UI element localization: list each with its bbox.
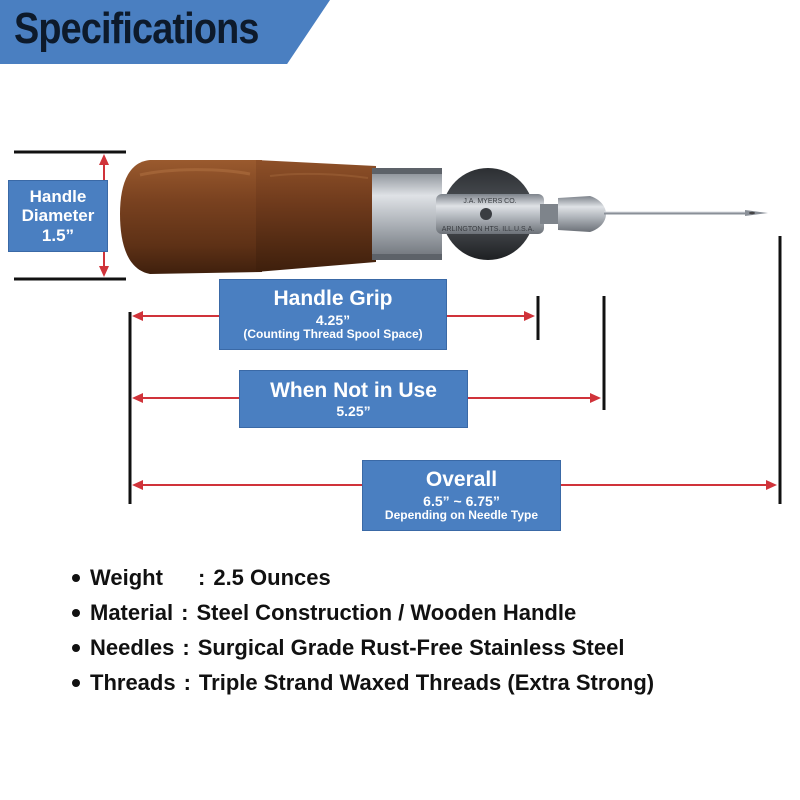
spec-value: Triple Strand Waxed Threads (Extra Stron… <box>198 669 655 695</box>
diameter-arrow-up <box>99 154 109 165</box>
spec-separator: : <box>181 599 189 625</box>
grip-arrow-left <box>132 311 143 321</box>
overall-label: Overall 6.5” ~ 6.75” Depending on Needle… <box>362 460 561 531</box>
bullet-icon <box>72 643 80 652</box>
handle-grip-value: 4.25” <box>315 311 351 328</box>
handle-grip-label: Handle Grip 4.25” (Counting Thread Spool… <box>219 279 447 350</box>
spec-separator: : <box>183 669 191 695</box>
not-in-use-label: When Not in Use 5.25” <box>239 370 468 428</box>
not-in-use-title: When Not in Use <box>270 378 437 402</box>
spec-value: Surgical Grade Rust-Free Stainless Steel <box>197 634 625 660</box>
handle-diameter-label: Handle Diameter 1.5” <box>8 180 108 252</box>
spec-separator: : <box>182 634 190 660</box>
spec-key: Needles <box>90 634 175 660</box>
engraving-line1: J.A. MYERS CO. <box>463 198 516 205</box>
spec-row-threads: Threads : Triple Strand Waxed Threads (E… <box>72 665 654 700</box>
handle-grip-note: (Counting Thread Spool Space) <box>243 326 423 341</box>
overall-value: 6.5” ~ 6.75” <box>423 492 500 509</box>
spec-key: Threads <box>90 669 176 695</box>
notinuse-arrow-right <box>590 393 601 403</box>
not-in-use-value: 5.25” <box>336 403 371 420</box>
spec-list: Weight : 2.5 Ounces Material : Steel Con… <box>72 560 654 700</box>
spec-key: Material <box>90 599 174 625</box>
header-banner <box>0 0 330 64</box>
notinuse-arrow-left <box>132 393 143 403</box>
wooden-handle <box>120 160 376 274</box>
overall-title: Overall <box>425 468 498 492</box>
handle-diameter-value: 1.5” <box>41 225 75 245</box>
diameter-arrow-down <box>99 266 109 277</box>
grip-arrow-right <box>524 311 535 321</box>
spec-row-material: Material : Steel Construction / Wooden H… <box>72 595 654 630</box>
page-title: Specifications <box>14 4 259 53</box>
spec-separator: : <box>198 564 206 590</box>
overall-arrow-left <box>132 480 143 490</box>
handle-diameter-line2: Diameter <box>21 206 95 226</box>
bullet-icon <box>72 678 80 687</box>
chuck-needle <box>540 196 768 232</box>
spec-row-weight: Weight : 2.5 Ounces <box>72 560 654 595</box>
bullet-icon <box>72 608 80 617</box>
engraving-line2: ARLINGTON HTS. ILL.U.S.A. <box>442 226 535 233</box>
bullet-icon <box>72 573 80 582</box>
spec-key: Weight <box>90 564 163 590</box>
spec-row-needles: Needles : Surgical Grade Rust-Free Stain… <box>72 630 654 665</box>
overall-arrow-right <box>766 480 777 490</box>
spec-value: 2.5 Ounces <box>213 564 331 590</box>
overall-note: Depending on Needle Type <box>384 507 539 522</box>
thread-spool: J.A. MYERS CO. ARLINGTON HTS. ILL.U.S.A. <box>436 168 544 260</box>
metal-ferrule <box>372 168 442 260</box>
handle-grip-title: Handle Grip <box>273 287 393 311</box>
spec-value: Steel Construction / Wooden Handle <box>196 599 577 625</box>
handle-diameter-line1: Handle <box>29 186 87 206</box>
